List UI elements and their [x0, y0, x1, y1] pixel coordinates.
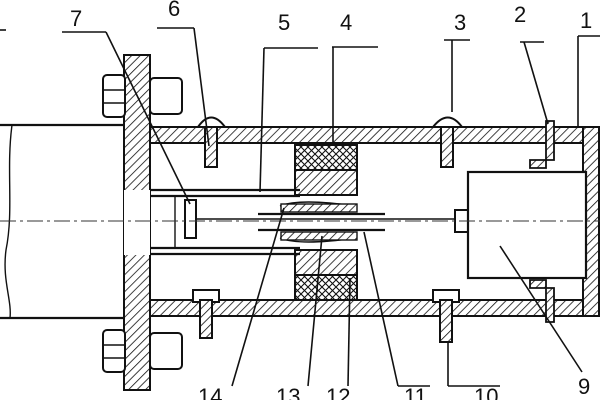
screw-bottom-left [192, 289, 220, 339]
callout-11: 11 [363, 231, 430, 400]
callout-14: 14 [198, 207, 285, 400]
flange-bolt-top [102, 74, 183, 118]
svg-text:9: 9 [578, 374, 590, 399]
svg-text:12: 12 [326, 384, 350, 400]
svg-text:4: 4 [340, 10, 352, 35]
spring-assembly [258, 201, 385, 243]
inner-sleeve [150, 188, 300, 256]
callout-5: 5 [259, 10, 318, 193]
callout-4: 4 [332, 10, 378, 146]
callout-2: 2 [514, 2, 549, 125]
callout-1: 1 [577, 8, 600, 128]
callout-7: 7 [62, 6, 191, 205]
svg-text:6: 6 [168, 0, 180, 21]
housing-screws [192, 116, 464, 343]
svg-text:14: 14 [198, 384, 222, 400]
flange [102, 54, 183, 391]
callout-3: 3 [444, 10, 470, 112]
callout-13: 13 [276, 235, 323, 400]
callout-12: 12 [326, 277, 351, 400]
callout-10: 10 [447, 342, 500, 400]
piston-body [454, 170, 588, 280]
svg-text:7: 7 [70, 6, 82, 31]
retaining-brackets [529, 120, 555, 323]
svg-text:10: 10 [474, 384, 498, 400]
screw-top-right [430, 116, 464, 168]
locking-pin [184, 199, 197, 239]
svg-text:11: 11 [404, 384, 427, 400]
callout-9: 9 [499, 245, 590, 399]
svg-text:13: 13 [276, 384, 300, 400]
inlet-pipe [0, 123, 125, 320]
flange-bolt-bottom [102, 329, 183, 373]
screw-bottom-right [432, 289, 460, 343]
seal-packs [294, 144, 358, 301]
svg-text:3: 3 [454, 10, 466, 35]
svg-text:2: 2 [514, 2, 526, 27]
callout-6: 6 [157, 0, 210, 147]
svg-text:5: 5 [278, 10, 290, 35]
svg-text:1: 1 [580, 8, 592, 33]
